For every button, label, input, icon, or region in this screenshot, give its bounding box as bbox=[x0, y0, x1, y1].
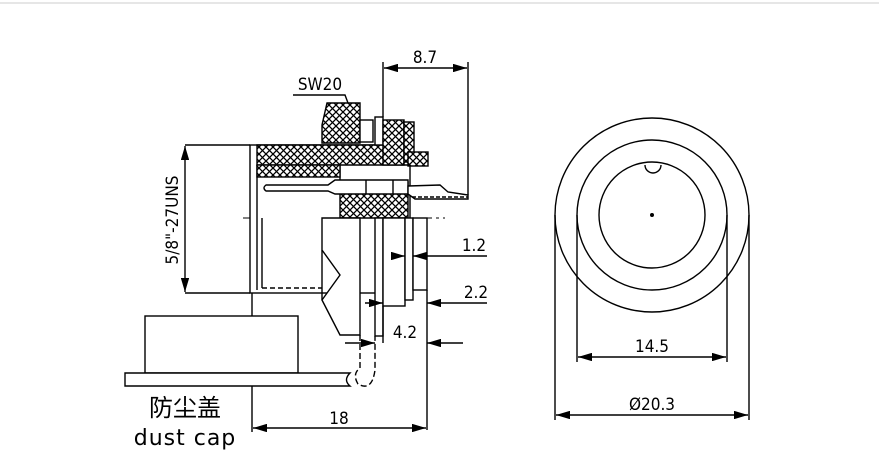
hex-nut bbox=[321, 217, 361, 336]
thread-label: 5/8"-27UNS bbox=[163, 176, 183, 265]
contact-pin bbox=[263, 179, 409, 195]
hex-nut-section bbox=[321, 102, 361, 144]
side-view bbox=[124, 62, 487, 433]
dim-18: 18 bbox=[329, 409, 348, 429]
dim-14-5: 14.5 bbox=[635, 337, 669, 357]
dim-4-2: 4.2 bbox=[393, 323, 417, 343]
dim-8-7: 8.7 bbox=[413, 48, 437, 68]
dim-1-2: 1.2 bbox=[462, 236, 486, 256]
dim-20-3: Ø20.3 bbox=[629, 395, 675, 415]
panel-plate bbox=[374, 217, 384, 337]
wrench-size-label: SW20 bbox=[298, 75, 342, 95]
front-view bbox=[554, 117, 750, 420]
dust-cap-base bbox=[124, 372, 352, 387]
inner-circle bbox=[598, 161, 706, 269]
dust-cap-body bbox=[144, 315, 299, 374]
dim-2-2: 2.2 bbox=[464, 283, 488, 303]
dust-cap-label-cn: 防尘盖 bbox=[149, 394, 221, 422]
dust-cap-label-en: dust cap bbox=[134, 426, 237, 451]
